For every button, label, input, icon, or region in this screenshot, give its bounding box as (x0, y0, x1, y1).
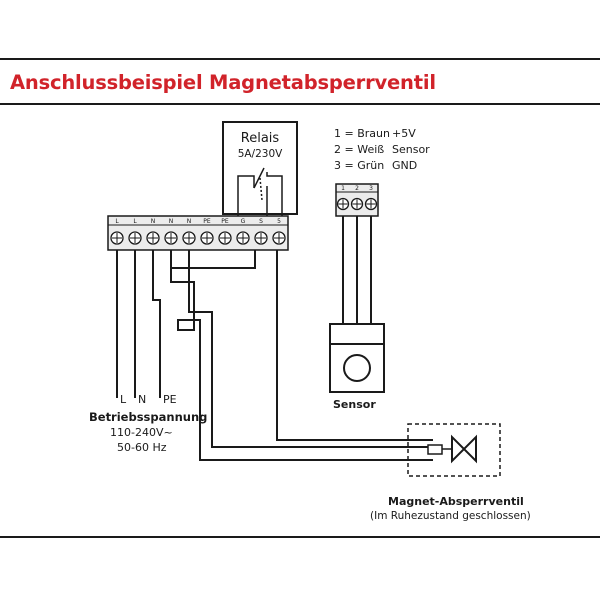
legend-code-2: 2 = Weiß (334, 143, 385, 156)
supply-voltage: 110-240V~ (110, 426, 173, 439)
terminal-label-6: PE (203, 218, 211, 225)
terminal-label-5: N (187, 218, 192, 225)
terminal-label-2: L (133, 218, 137, 225)
valve-note: (Im Ruhezustand geschlossen) (370, 510, 531, 522)
valve-coil-icon (427, 444, 443, 455)
legend-code-1: 1 = Braun (334, 127, 390, 140)
sensor-terminal-label-2: 2 (355, 185, 359, 192)
sensor-terminal-label-3: 3 (369, 185, 373, 192)
supply-name: Betriebsspannung (89, 410, 208, 424)
sensor-label: Sensor (333, 398, 376, 411)
terminal-label-3: N (151, 218, 156, 225)
supply-frequency: 50-60 Hz (117, 441, 167, 454)
terminal-label-9: S (259, 218, 263, 225)
top-rule (0, 58, 600, 60)
legend-function-2: Sensor (392, 143, 430, 156)
terminal-label-1: L (115, 218, 119, 225)
terminal-label-10: 5 (277, 218, 281, 225)
sensor-terminal-block: 1 2 3 (335, 183, 379, 217)
wiring-lines (116, 250, 433, 461)
legend-function-1: +5V (392, 127, 416, 140)
supply-wire-l: L (120, 393, 127, 406)
terminal-label-4: N (169, 218, 174, 225)
sensor-terminal-label-1: 1 (341, 185, 345, 192)
relay-rating: 5A/230V (238, 148, 283, 160)
legend-code-3: 3 = Grün (334, 159, 385, 172)
bottom-rule (0, 536, 600, 538)
valve-name: Magnet-Absperrventil (388, 495, 524, 508)
relay-box: Relais 5A/230V (222, 121, 298, 216)
sensor-probe-icon (343, 354, 371, 382)
terminal-label-8: G (241, 218, 246, 225)
terminal-label-7: PE (221, 218, 229, 225)
relay-contact-icon (237, 167, 283, 216)
diagram-title: Anschlussbeispiel Magnetabsperrventil (10, 71, 436, 94)
relay-name: Relais (241, 131, 280, 146)
supply-wire-n: N (138, 393, 147, 406)
magnetic-valve (407, 423, 501, 477)
sensor-cable (342, 216, 372, 324)
supply-wire-pe: PE (163, 393, 177, 406)
legend-function-3: GND (392, 159, 418, 172)
terminal-block: L L N N N PE PE G S 5 (107, 215, 289, 251)
sensor-body (329, 323, 385, 393)
valve-enclosure (407, 423, 501, 477)
valve-symbol-icon (451, 434, 477, 464)
